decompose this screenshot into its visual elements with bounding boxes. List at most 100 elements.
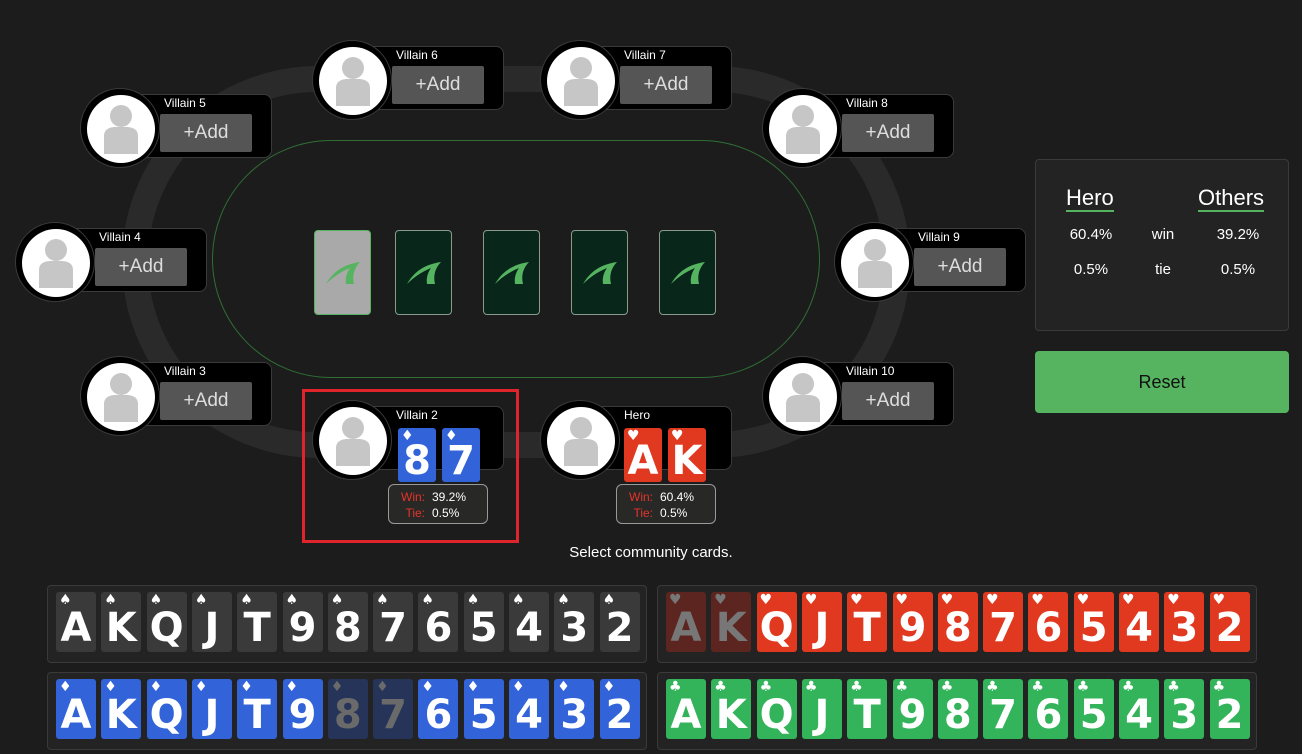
deck-card-A-spades[interactable]: ♠A (56, 592, 96, 652)
diamond-suit-icon: ♦ (59, 679, 72, 695)
deck-card-8-hearts[interactable]: ♥8 (937, 592, 978, 652)
card-rank: 2 (1215, 605, 1244, 651)
deck-card-9-clubs[interactable]: ♣9 (892, 679, 933, 739)
deck-card-4-diamonds[interactable]: ♦4 (509, 679, 549, 739)
add-hand-button[interactable]: +Add (914, 248, 1006, 286)
card-rank: T (243, 605, 271, 651)
add-hand-button[interactable]: +Add (160, 382, 252, 420)
user-silhouette-icon (104, 373, 138, 422)
board-slot-5[interactable] (659, 230, 716, 315)
deck-card-3-clubs[interactable]: ♣3 (1164, 679, 1205, 739)
deck-card-2-hearts[interactable]: ♥2 (1209, 592, 1250, 652)
deck-card-T-diamonds[interactable]: ♦T (237, 679, 278, 739)
deck-card-A-clubs[interactable]: ♣A (666, 679, 706, 739)
deck-card-2-spades[interactable]: ♠2 (599, 592, 640, 652)
deck-card-J-hearts[interactable]: ♥J (801, 592, 842, 652)
add-hand-button[interactable]: +Add (842, 382, 934, 420)
deck-card-7-diamonds[interactable]: ♦7 (373, 679, 414, 739)
deck-card-7-clubs[interactable]: ♣7 (983, 679, 1024, 739)
deck-card-Q-spades[interactable]: ♠Q (146, 592, 187, 652)
board-slot-1[interactable] (314, 230, 371, 315)
deck-card-J-clubs[interactable]: ♣J (801, 679, 842, 739)
deck-card-T-spades[interactable]: ♠T (237, 592, 278, 652)
avatar (319, 407, 387, 475)
deck-card-Q-clubs[interactable]: ♣Q (756, 679, 797, 739)
card-rank: 7 (447, 438, 475, 482)
hole-card-1[interactable]: ♥A (624, 428, 662, 482)
add-hand-button[interactable]: +Add (842, 114, 934, 152)
diamond-suit-icon: ♦ (557, 679, 570, 695)
deck-card-T-hearts[interactable]: ♥T (847, 592, 888, 652)
deck-card-Q-diamonds[interactable]: ♦Q (146, 679, 187, 739)
deck-card-5-spades[interactable]: ♠5 (463, 592, 504, 652)
board-slot-2[interactable] (395, 230, 452, 315)
deck-card-8-diamonds[interactable]: ♦8 (327, 679, 368, 739)
board-slot-3[interactable] (483, 230, 540, 315)
hole-card-2[interactable]: ♦7 (442, 428, 480, 482)
hole-card-1[interactable]: ♦8 (398, 428, 436, 482)
deck-card-3-spades[interactable]: ♠3 (554, 592, 595, 652)
add-hand-button[interactable]: +Add (160, 114, 252, 152)
board-slot-4[interactable] (571, 230, 628, 315)
spade-suit-icon: ♠ (194, 592, 208, 608)
deck-card-Q-hearts[interactable]: ♥Q (756, 592, 797, 652)
tie-value: 0.5% (660, 506, 688, 520)
hole-card-2[interactable]: ♥K (668, 428, 706, 482)
deck-card-T-clubs[interactable]: ♣T (847, 679, 888, 739)
deck-card-4-clubs[interactable]: ♣4 (1119, 679, 1159, 739)
add-hand-button[interactable]: +Add (392, 66, 484, 104)
deck-card-K-diamonds[interactable]: ♦K (101, 679, 142, 739)
card-rank: 9 (898, 605, 927, 651)
reset-button[interactable]: Reset (1035, 351, 1289, 413)
card-rank: 8 (403, 438, 431, 482)
diamond-suit-icon: ♦ (512, 679, 525, 695)
deck-card-J-spades[interactable]: ♠J (191, 592, 232, 652)
deck-card-7-hearts[interactable]: ♥7 (983, 592, 1024, 652)
deck-card-6-clubs[interactable]: ♣6 (1028, 679, 1069, 739)
deck-card-K-spades[interactable]: ♠K (101, 592, 142, 652)
card-rank: 8 (943, 605, 972, 651)
card-rank: K (715, 605, 747, 651)
deck-card-4-spades[interactable]: ♠4 (509, 592, 549, 652)
deck-card-A-diamonds[interactable]: ♦A (56, 679, 96, 739)
spade-suit-icon: ♠ (557, 592, 570, 608)
win-value: 39.2% (432, 490, 467, 504)
user-silhouette-icon (39, 239, 73, 288)
deck-card-A-hearts[interactable]: ♥A (666, 592, 706, 652)
deck-card-J-diamonds[interactable]: ♦J (191, 679, 232, 739)
deck-row-diamonds: ♦A♦K♦Q♦J♦T♦9♦8♦7♦6♦5♦4♦3♦2 (47, 672, 647, 750)
deck-card-6-spades[interactable]: ♠6 (418, 592, 459, 652)
deck-card-8-spades[interactable]: ♠8 (327, 592, 368, 652)
deck-card-2-diamonds[interactable]: ♦2 (599, 679, 640, 739)
deck-card-5-hearts[interactable]: ♥5 (1073, 592, 1114, 652)
deck-card-K-clubs[interactable]: ♣K (711, 679, 752, 739)
spade-suit-icon: ♠ (330, 592, 344, 608)
deck-card-9-spades[interactable]: ♠9 (282, 592, 323, 652)
avatar-ring (540, 400, 620, 480)
add-hand-button[interactable]: +Add (620, 66, 712, 104)
spade-suit-icon: ♠ (285, 592, 299, 608)
deck-card-6-diamonds[interactable]: ♦6 (418, 679, 459, 739)
deck-card-6-hearts[interactable]: ♥6 (1028, 592, 1069, 652)
deck-card-8-clubs[interactable]: ♣8 (937, 679, 978, 739)
deck-card-3-hearts[interactable]: ♥3 (1164, 592, 1205, 652)
diamond-suit-icon: ♦ (285, 679, 299, 695)
deck-card-9-diamonds[interactable]: ♦9 (282, 679, 323, 739)
seat-name: Villain 2 (396, 408, 438, 422)
deck-card-7-spades[interactable]: ♠7 (373, 592, 414, 652)
card-rank: 3 (1170, 692, 1199, 738)
deck-card-K-hearts[interactable]: ♥K (711, 592, 752, 652)
club-suit-icon: ♣ (895, 679, 909, 695)
deck-card-3-diamonds[interactable]: ♦3 (554, 679, 595, 739)
card-back-logo-icon (670, 261, 705, 284)
card-rank: A (60, 692, 92, 738)
deck-card-5-clubs[interactable]: ♣5 (1073, 679, 1114, 739)
deck-card-9-hearts[interactable]: ♥9 (892, 592, 933, 652)
deck-card-2-clubs[interactable]: ♣2 (1209, 679, 1250, 739)
card-rank: Q (759, 605, 794, 651)
add-hand-button[interactable]: +Add (95, 248, 187, 286)
deck-card-5-diamonds[interactable]: ♦5 (463, 679, 504, 739)
deck-card-4-hearts[interactable]: ♥4 (1119, 592, 1159, 652)
avatar-ring (80, 356, 160, 436)
